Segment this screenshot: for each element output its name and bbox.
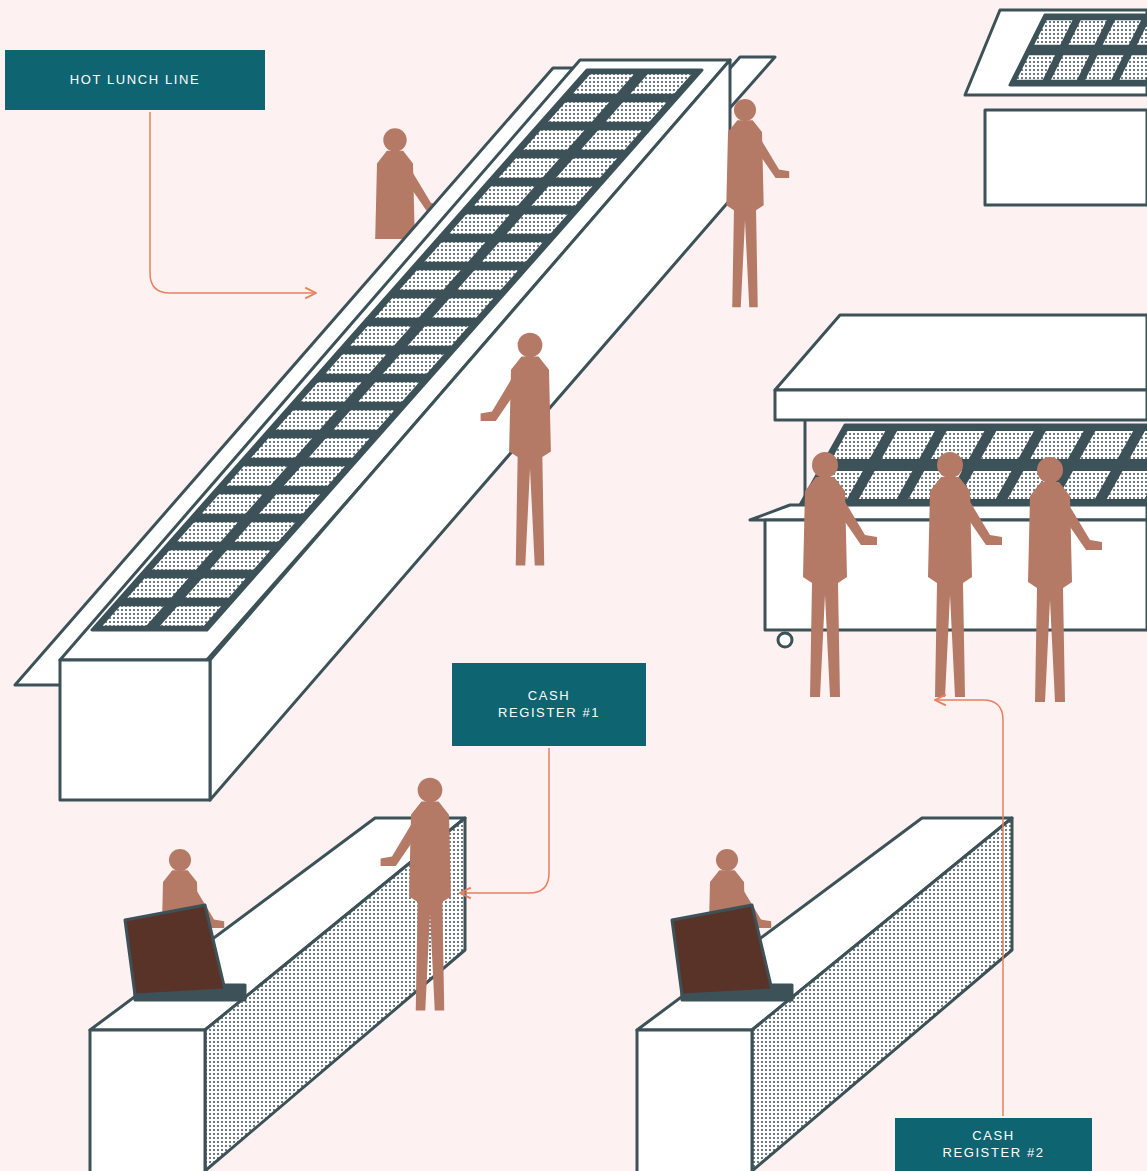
food-tray [1051, 55, 1089, 80]
counter-front [60, 660, 210, 800]
callout-label: CASH REGISTER #2 [895, 1118, 1092, 1171]
label-text: HOT LUNCH LINE [70, 72, 201, 89]
food-tray [1103, 20, 1141, 45]
food-tray [531, 186, 592, 206]
leader-line [935, 700, 1003, 1116]
food-tray [507, 214, 568, 234]
food-tray [573, 74, 634, 94]
food-tray [482, 242, 543, 262]
food-tray [333, 410, 394, 430]
register-counter-front [637, 1030, 752, 1171]
register-screen [672, 905, 772, 995]
food-tray [358, 382, 419, 402]
food-tray [301, 382, 362, 402]
food-tray [1137, 20, 1147, 45]
food-tray [160, 606, 221, 626]
food-tray [259, 494, 320, 514]
food-tray [1080, 431, 1133, 459]
tray-well [1010, 15, 1147, 85]
food-tray [981, 431, 1034, 459]
food-tray [325, 354, 386, 374]
food-tray [226, 466, 287, 486]
food-tray [474, 186, 535, 206]
food-tray [630, 74, 691, 94]
food-tray [210, 550, 271, 570]
food-tray [375, 298, 436, 318]
caster-wheel [778, 633, 792, 647]
food-tray [103, 606, 164, 626]
food-tray [1129, 431, 1147, 459]
counter-side [210, 60, 730, 800]
callout-label: CASH REGISTER #1 [452, 663, 646, 746]
register-screen [125, 905, 225, 995]
food-tray [400, 270, 461, 290]
food-tray [127, 578, 188, 598]
food-tray [523, 130, 584, 150]
sneeze-guard-edge [775, 390, 1147, 420]
food-tray [548, 102, 609, 122]
leader-line [460, 748, 549, 893]
customer-figure [381, 778, 451, 1011]
food-tray [383, 354, 444, 374]
food-tray [424, 242, 485, 262]
food-tray [309, 438, 370, 458]
food-tray [499, 158, 560, 178]
label-text: CASH REGISTER #2 [938, 1128, 1050, 1162]
callout-label: HOT LUNCH LINE [5, 50, 265, 110]
food-tray [185, 578, 246, 598]
food-tray [234, 522, 295, 542]
food-tray [432, 298, 493, 318]
leader-line [150, 112, 316, 293]
food-tray [1107, 471, 1147, 499]
food-tray [152, 550, 213, 570]
food-tray [1119, 55, 1147, 80]
food-tray [556, 158, 617, 178]
tray-well [800, 425, 1147, 505]
food-tray [1030, 431, 1083, 459]
customer-figure [726, 99, 789, 307]
food-tray [832, 431, 885, 459]
food-tray [581, 130, 642, 150]
food-tray [457, 270, 518, 290]
food-tray [1085, 55, 1123, 80]
food-tray [449, 214, 510, 234]
food-tray [202, 494, 263, 514]
food-tray [1034, 20, 1072, 45]
food-tray [350, 326, 411, 346]
food-tray [1017, 55, 1055, 80]
sneeze-guard-roof [775, 315, 1147, 390]
food-tray [859, 471, 912, 499]
food-tray [408, 326, 469, 346]
food-tray [606, 102, 667, 122]
food-tray [177, 522, 238, 542]
customer-figure [1028, 457, 1102, 702]
register-counter-front [90, 1030, 205, 1171]
counter-front [985, 110, 1147, 205]
food-tray [1068, 20, 1106, 45]
food-tray [276, 410, 337, 430]
food-tray [881, 431, 934, 459]
customer-figure [803, 452, 877, 697]
food-tray [284, 466, 345, 486]
customer-figure [481, 333, 551, 566]
food-tray [251, 438, 312, 458]
customer-figure [928, 452, 1002, 697]
label-text: CASH REGISTER #1 [493, 688, 605, 722]
